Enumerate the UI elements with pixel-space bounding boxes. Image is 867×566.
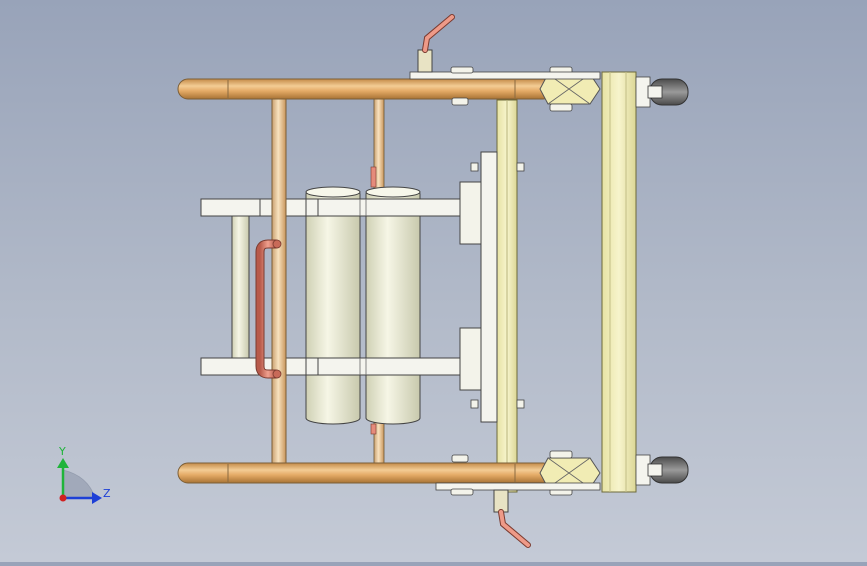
top-clamp[interactable] xyxy=(409,66,601,106)
z-axis-label: Z xyxy=(103,487,111,500)
bolt xyxy=(470,162,479,172)
top-release-lever[interactable] xyxy=(417,14,455,73)
bolt xyxy=(470,399,479,409)
orientation-triad[interactable]: Y Z xyxy=(57,445,111,504)
bottom-caster[interactable] xyxy=(635,454,689,486)
lower-pulley[interactable] xyxy=(539,450,601,496)
bolt xyxy=(516,399,525,409)
bolt xyxy=(516,162,525,172)
rod-pin-bottom xyxy=(370,423,377,435)
x-axis-icon xyxy=(59,494,67,502)
top-rail[interactable] xyxy=(177,78,554,100)
lower-block[interactable] xyxy=(459,327,482,391)
mounting-plate[interactable] xyxy=(459,151,498,423)
triad-plane-icon xyxy=(62,469,96,499)
left-post[interactable] xyxy=(231,215,250,359)
y-axis-label: Y xyxy=(58,445,66,458)
hand-grip[interactable] xyxy=(255,239,282,379)
bottom-rail[interactable] xyxy=(177,462,554,484)
upper-block[interactable] xyxy=(459,181,482,245)
cylinder-right[interactable] xyxy=(365,187,421,425)
front-plate[interactable] xyxy=(601,71,637,493)
left-vertical-tube[interactable] xyxy=(271,89,287,469)
gas-cylinders[interactable] xyxy=(305,186,461,425)
top-caster[interactable] xyxy=(635,76,689,108)
cylinder-left[interactable] xyxy=(305,187,361,425)
bottom-release-lever[interactable] xyxy=(493,489,531,548)
rod-pin-top xyxy=(370,166,377,188)
bottom-clamp[interactable] xyxy=(435,454,601,496)
front-frame[interactable] xyxy=(470,71,637,493)
